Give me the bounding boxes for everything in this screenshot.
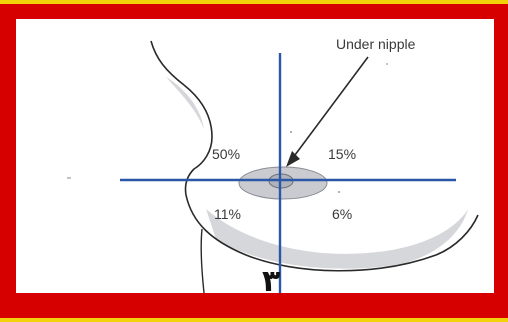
- quadrant-upper-inner-label: 15%: [328, 146, 356, 162]
- quadrant-lower-outer-label: 11%: [214, 206, 241, 222]
- body-outline-torso: [200, 228, 205, 293]
- callout-arrow-line: [291, 56, 369, 160]
- callout-label: Under nipple: [336, 36, 416, 52]
- bottom-accent-strip: [0, 318, 508, 322]
- diagram-panel: Under nipple 50% 15% 11% 6% ٣: [16, 19, 494, 293]
- quadrant-lower-inner-label: 6%: [332, 206, 352, 222]
- breast-quadrant-diagram: Under nipple 50% 15% 11% 6% ٣: [67, 36, 479, 293]
- page-number: ٣: [262, 264, 280, 293]
- callout-arrowhead: [286, 151, 300, 167]
- body-outline-chest: [150, 40, 479, 272]
- quadrant-upper-outer-label: 50%: [212, 146, 240, 162]
- top-accent-strip: [0, 0, 508, 4]
- breast-shading-lower: [206, 209, 468, 269]
